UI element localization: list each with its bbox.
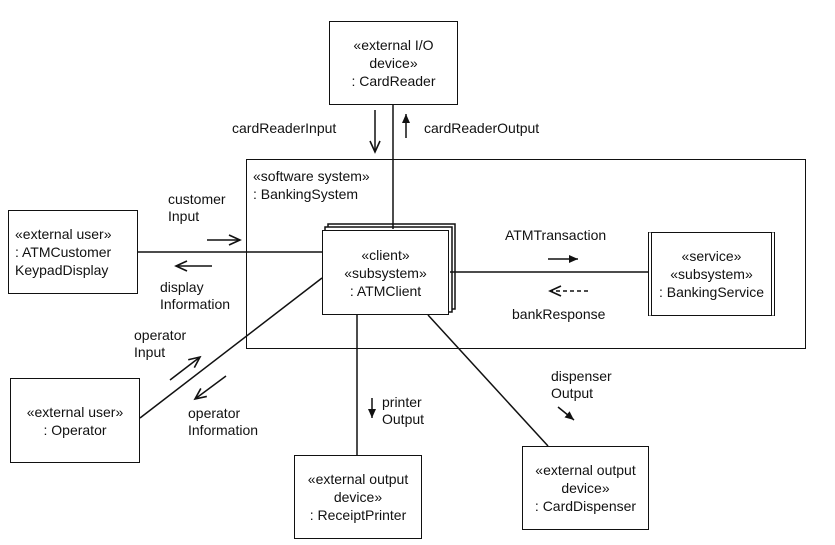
node-line: «external output [307, 471, 409, 487]
operator-box: «external user» : Operator [10, 378, 140, 463]
atm-client-box: «client» «subsystem» : ATMClient [322, 230, 449, 315]
label-line: printer [382, 394, 422, 410]
node-line: «service» [681, 248, 742, 264]
node-line: : Operator [43, 421, 107, 438]
label-printer-output: printer Output [382, 394, 424, 428]
node-line: : ReceiptPrinter [309, 507, 407, 523]
atm-customer-box: «external user» : ATMCustomer KeypadDisp… [8, 210, 138, 294]
banking-system-boundary [246, 159, 806, 349]
node-line: device» [369, 55, 418, 71]
banking-system-label: «software system» : BankingSystem [253, 167, 370, 203]
receipt-printer-box: «external output device» : ReceiptPrinte… [294, 455, 422, 539]
node-line: «subsystem» [344, 264, 427, 281]
node-line: «client» [361, 246, 410, 263]
node-line: : ATMCustomer [15, 244, 112, 260]
label-operator-information: operator Information [188, 405, 258, 439]
label-line: operator [188, 405, 241, 421]
node-line: : CardDispenser [534, 498, 637, 514]
node-line: : BankingService [658, 284, 765, 300]
card-reader-box: «external I/O device» : CardReader [329, 21, 458, 105]
label-line: Information [160, 296, 231, 312]
label-line: dispenser [551, 368, 612, 384]
card-dispenser-box: «external output device» : CardDispenser [522, 446, 649, 530]
label-operator-input: operator Input [134, 327, 186, 361]
label-card-reader-input: cardReaderInput [232, 120, 337, 136]
link-operator-client [139, 277, 323, 419]
node-line: «external user» [15, 226, 112, 242]
label-customer-input: customer Input [168, 191, 226, 225]
node-line: KeypadDisplay [15, 262, 109, 278]
node-line: : CardReader [351, 73, 436, 89]
label-line: Information [188, 422, 259, 438]
arrow-dispenser-output [557, 406, 575, 421]
label-card-reader-output: cardReaderOutput [424, 120, 540, 136]
label-line: Output [382, 411, 425, 427]
label-dispenser-output: dispenser Output [551, 368, 612, 402]
label-line: Input [168, 208, 200, 224]
node-line: «subsystem» [670, 266, 753, 282]
arrow-operator-input [169, 355, 202, 381]
label-line: customer [168, 191, 226, 207]
arrow-operator-information [193, 375, 227, 401]
node-line: «external output [535, 462, 636, 478]
node-line: : ATMClient [349, 282, 422, 299]
label-bank-response: bankResponse [512, 306, 606, 322]
node-line: device» [561, 480, 610, 496]
node-line: device» [333, 489, 383, 505]
node-line: «external I/O [353, 37, 434, 53]
label-atm-transaction: ATMTransaction [505, 227, 607, 243]
link-client-dispenser [427, 314, 549, 447]
label-line: Input [134, 344, 166, 360]
label-line: display [160, 279, 204, 295]
label-line: operator [134, 327, 187, 343]
system-stereotype: «software system» [253, 168, 370, 184]
node-line: «external user» [26, 403, 124, 420]
banking-service-box: «service» «subsystem» : BankingService [648, 232, 775, 316]
label-display-information: display Information [160, 279, 230, 313]
system-name: : BankingSystem [253, 186, 359, 202]
label-line: Output [551, 385, 594, 401]
